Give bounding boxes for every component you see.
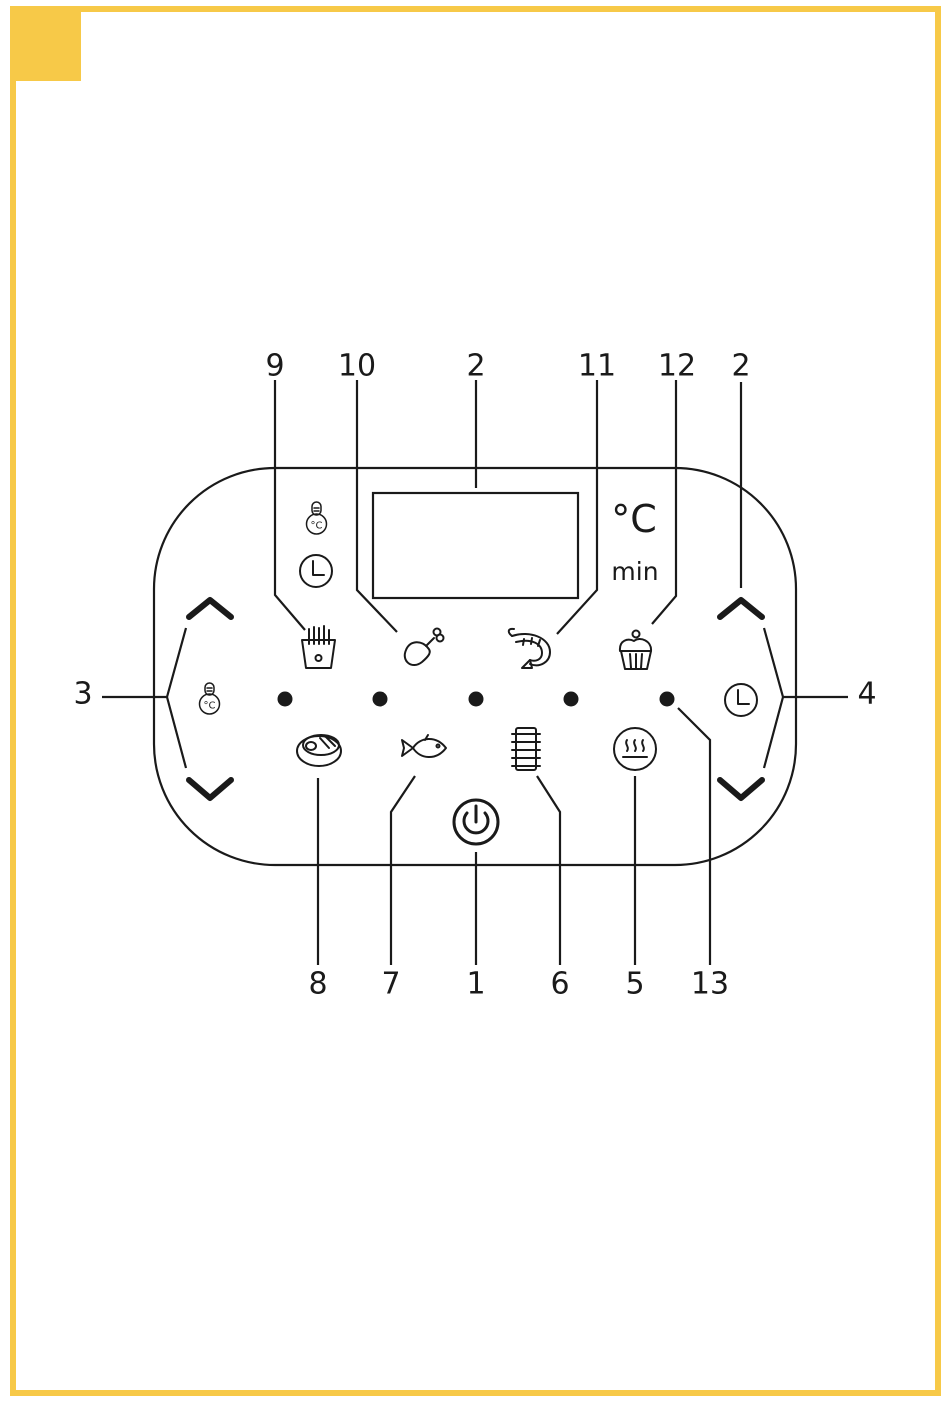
display-window — [373, 493, 578, 598]
thermometer-icon: °C — [307, 502, 327, 534]
time-unit-label: min — [611, 557, 658, 586]
corner-tab — [13, 9, 81, 81]
cupcake-icon[interactable] — [620, 631, 651, 670]
leader-line — [537, 776, 560, 965]
temperature-down-button[interactable] — [189, 780, 231, 798]
callout-label: 10 — [338, 349, 376, 384]
clock-icon — [300, 555, 332, 587]
leader-line — [678, 708, 710, 965]
keep-warm-icon[interactable] — [614, 728, 656, 770]
fish-icon[interactable] — [402, 735, 446, 757]
steak-icon[interactable] — [297, 735, 341, 766]
callout-label: 11 — [578, 349, 616, 384]
leader-line — [764, 628, 783, 768]
callout-label: 13 — [691, 967, 729, 1002]
indicator-dot — [660, 692, 675, 707]
power-button[interactable] — [454, 800, 498, 844]
leader-line — [167, 628, 186, 768]
svg-text:°C: °C — [204, 701, 216, 712]
time-up-button[interactable] — [720, 600, 762, 617]
leader-line — [391, 776, 415, 965]
callout-label: 4 — [857, 677, 876, 712]
callout-label: 7 — [381, 967, 400, 1002]
callout-label: 2 — [466, 349, 485, 384]
callout-label: 12 — [658, 349, 696, 384]
svg-text:°C: °C — [311, 521, 323, 532]
callout-label: 3 — [73, 677, 92, 712]
callout-label: 2 — [731, 349, 750, 384]
indicator-dot — [564, 692, 579, 707]
indicator-dot — [373, 692, 388, 707]
leader-line — [357, 380, 397, 632]
indicator-dot — [469, 692, 484, 707]
ribs-icon[interactable] — [512, 728, 540, 770]
callout-label: 5 — [625, 967, 644, 1002]
chicken-leg-icon[interactable] — [405, 629, 444, 666]
shrimp-icon[interactable] — [509, 629, 550, 668]
callout-label: 6 — [550, 967, 569, 1002]
temperature-button[interactable]: °C — [200, 683, 220, 714]
time-down-button[interactable] — [720, 780, 762, 798]
fries-icon[interactable] — [302, 626, 335, 668]
indicator-dot — [278, 692, 293, 707]
temperature-up-button[interactable] — [189, 600, 231, 617]
temperature-unit-label: °C — [611, 497, 657, 541]
callout-label: 8 — [308, 967, 327, 1002]
leader-line — [275, 380, 305, 630]
time-button[interactable] — [725, 684, 757, 716]
callout-label: 1 — [466, 967, 485, 1002]
callout-label: 9 — [265, 349, 284, 384]
